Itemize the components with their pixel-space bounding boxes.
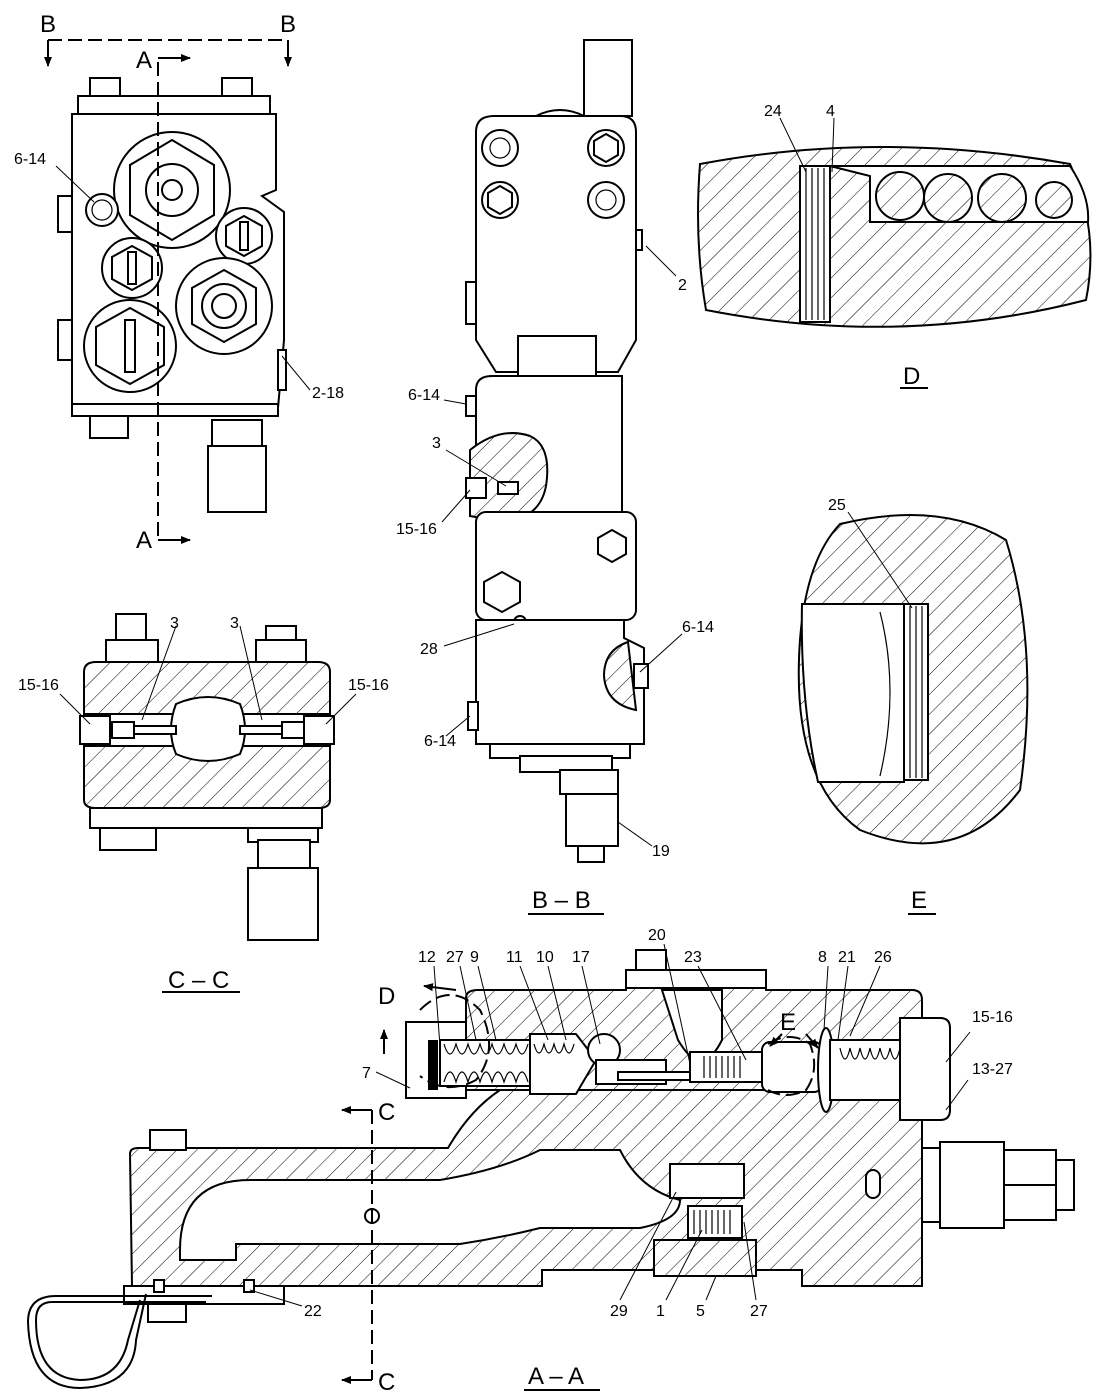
fitting-19 — [565, 793, 619, 847]
view-aa: D E C C 12 27 9 11 10 17 20 23 8 21 26 1… — [26, 927, 1075, 1396]
detail-e: 25 E — [797, 497, 1029, 915]
label-17: 17 — [572, 949, 590, 966]
label-25: 25 — [828, 497, 846, 514]
label-15-16-bb: 15-16 — [396, 521, 437, 538]
label-27-bottom: 27 — [750, 1303, 768, 1320]
label-9: 9 — [470, 949, 479, 966]
front-view: B B A — [14, 11, 344, 554]
upper-block-bb — [475, 115, 637, 373]
title-e: E — [911, 887, 927, 914]
label-15-16-cc-left: 15-16 — [18, 677, 59, 694]
label-3-bb: 3 — [432, 435, 441, 452]
label-6-14-bb-low: 6-14 — [424, 733, 456, 750]
label-2-18: 2-18 — [312, 385, 344, 402]
bb-marker-left: B — [40, 11, 56, 38]
label-20: 20 — [648, 927, 666, 944]
cc-upper-half — [83, 661, 331, 715]
label-13-27: 13-27 — [972, 1061, 1013, 1078]
title-d: D — [903, 363, 920, 390]
label-6-14-front: 6-14 — [14, 151, 46, 168]
label-27-top: 27 — [446, 949, 464, 966]
label-4: 4 — [826, 103, 835, 120]
label-5: 5 — [696, 1303, 705, 1320]
title-aa: A – A — [528, 1363, 584, 1390]
aa-marker-top: A — [136, 47, 152, 74]
label-12: 12 — [418, 949, 436, 966]
e-marker: E — [780, 1009, 796, 1036]
d-marker: D — [378, 983, 395, 1010]
label-11: 11 — [506, 949, 523, 966]
label-15-16-cc-right: 15-16 — [348, 677, 389, 694]
view-bb: 2 6-14 3 15-16 28 6-14 6-14 19 B – B — [396, 39, 714, 915]
label-22: 22 — [304, 1303, 322, 1320]
label-3-cc-right: 3 — [230, 615, 239, 632]
label-10: 10 — [536, 949, 554, 966]
label-6-14-bb-mid: 6-14 — [682, 619, 714, 636]
label-21: 21 — [838, 949, 856, 966]
bb-marker-right: B — [280, 11, 296, 38]
label-26: 26 — [874, 949, 892, 966]
cc-marker-top: C — [378, 1099, 395, 1126]
view-cc: 3 3 15-16 15-16 C – C — [18, 613, 389, 994]
label-29: 29 — [610, 1303, 628, 1320]
label-3-cc-left: 3 — [170, 615, 179, 632]
label-15-16-aa: 15-16 — [972, 1009, 1013, 1026]
label-28: 28 — [420, 641, 438, 658]
label-23: 23 — [684, 949, 702, 966]
label-8: 8 — [818, 949, 827, 966]
title-cc: C – C — [168, 967, 229, 994]
label-1: 1 — [656, 1303, 665, 1320]
label-24: 24 — [764, 103, 782, 120]
detail-d: 24 4 D — [697, 103, 1092, 390]
label-19: 19 — [652, 843, 670, 860]
aa-marker-bottom: A — [136, 527, 152, 554]
label-6-14-bb-top: 6-14 — [408, 387, 440, 404]
cc-marker-bottom: C — [378, 1369, 395, 1396]
title-bb: B – B — [532, 887, 591, 914]
label-7: 7 — [362, 1065, 371, 1082]
label-2: 2 — [678, 277, 687, 294]
